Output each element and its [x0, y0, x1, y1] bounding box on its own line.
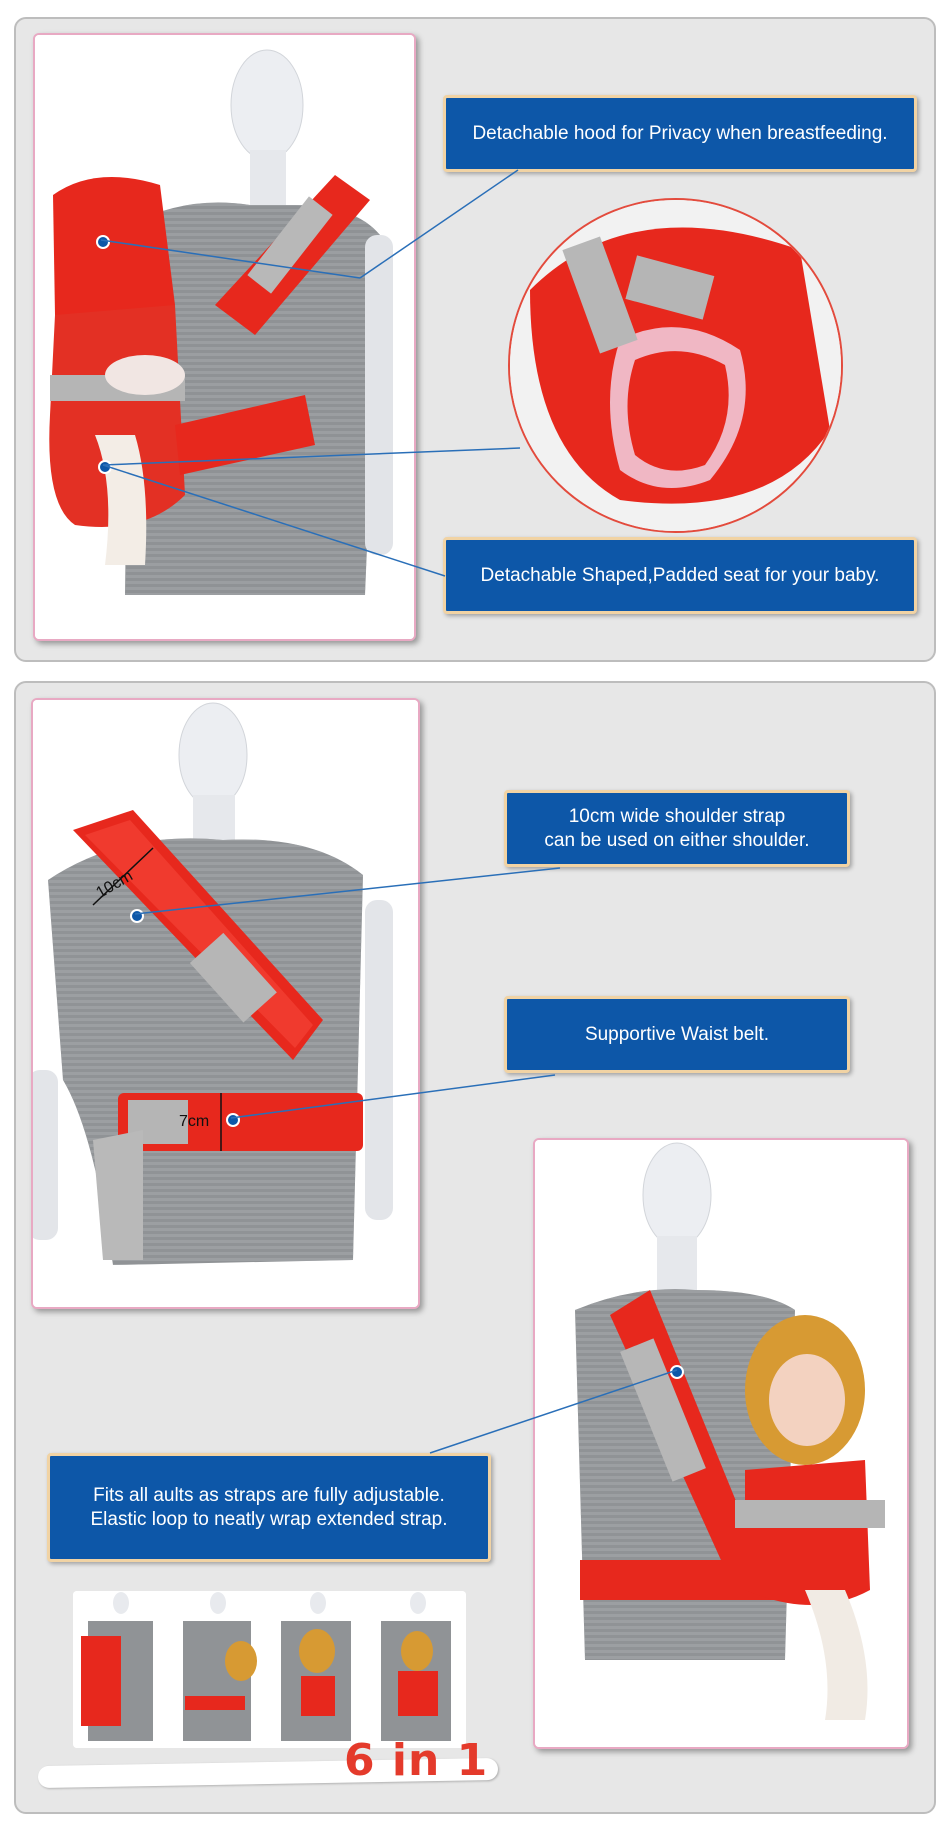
thumbnail-strip: [73, 1591, 466, 1748]
seat-callout: Detachable Shaped,Padded seat for your b…: [443, 537, 917, 614]
hood-callout: Detachable hood for Privacy when breastf…: [443, 95, 917, 172]
back-carry-photo: 10cm 7cm: [31, 698, 420, 1309]
six-in-one-thumbnails: [73, 1591, 466, 1748]
side-carry-illustration: [535, 1140, 907, 1747]
six-in-one-badge: 6 in 1: [344, 1735, 489, 1786]
hood-closeup-illustration: [510, 200, 841, 531]
front-carry-photo: [33, 33, 416, 641]
back-carry-illustration: 10cm 7cm: [33, 700, 418, 1307]
hood-closeup-circle: [508, 198, 843, 533]
front-carry-illustration: [35, 35, 414, 639]
side-carry-photo: [533, 1138, 909, 1749]
adjustable-straps-callout: Fits all aults as straps are fully adjus…: [47, 1453, 491, 1562]
waist-belt-callout: Supportive Waist belt.: [504, 996, 850, 1073]
shoulder-strap-callout: 10cm wide shoulder strap can be used on …: [504, 790, 850, 867]
waist-measure-label: 7cm: [179, 1113, 209, 1130]
